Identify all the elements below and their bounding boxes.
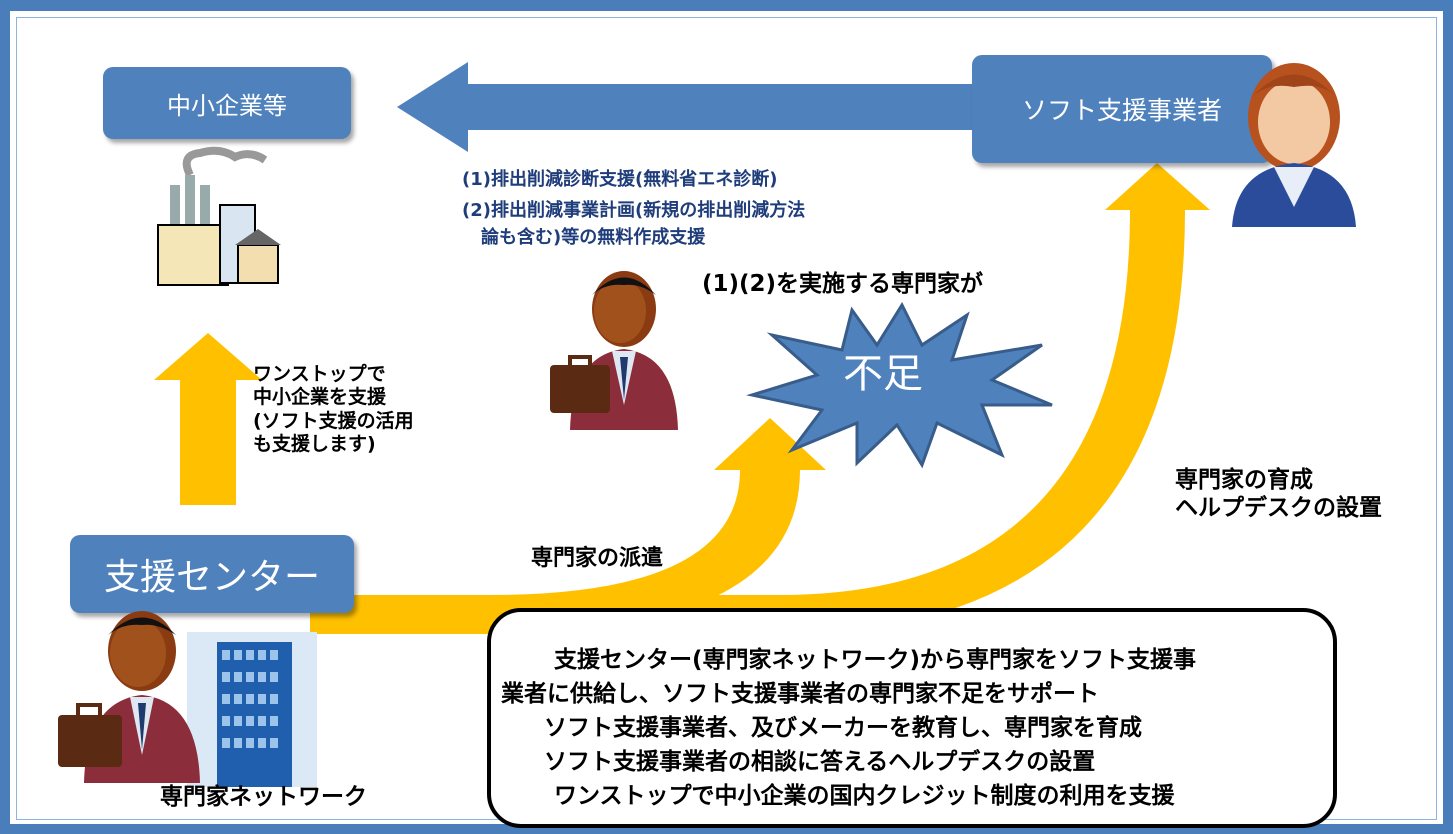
one-stop-support-label: ワンストップで 中小企業を支援 (ソフト支援の活用 も支援します)	[253, 363, 414, 456]
businesswoman-icon	[1232, 63, 1356, 227]
up-arrow-to-sme	[154, 333, 262, 505]
summary-line-1: 支援センター(専門家ネットワーク)から専門家をソフト支援事	[554, 647, 1197, 673]
shortage-label: 不足	[843, 351, 923, 397]
summary-line-3: ソフト支援事業者、及びメーカーを教育し、専門家を育成	[544, 715, 1142, 741]
summary-box: 支援センター(専門家ネットワーク)から専門家をソフト支援事 業者に供給し、ソフト…	[487, 608, 1337, 828]
expert-icon	[58, 611, 200, 783]
factory-icon	[157, 146, 281, 286]
service-line-1: (1)排出削減診断支援(無料省エネ診断)	[462, 169, 778, 190]
flow-to-soft-support-arrow	[490, 163, 1210, 634]
summary-line-4: ソフト支援事業者の相談に答えるヘルプデスクの設置	[544, 749, 1096, 775]
service-line-3: 論も含む)等の無料作成支援	[481, 227, 706, 248]
soft-support-label: ソフト支援事業者	[1022, 96, 1223, 125]
summary-line-5: ワンストップで中小企業の国内クレジット制度の利用を支援	[554, 783, 1175, 809]
support-center-box: 支援センター	[70, 535, 354, 613]
office-building-icon	[187, 632, 317, 787]
sme-label: 中小企業等	[167, 91, 287, 120]
service-line-2: (2)排出削減事業計画(新規の排出削減方法	[462, 200, 806, 221]
shortage-burst	[746, 301, 1053, 469]
businessman-icon	[550, 271, 678, 430]
dispatch-label: 専門家の派遣	[531, 546, 664, 571]
expert-network-label: 専門家ネットワーク	[160, 784, 367, 810]
support-center-label: 支援センター	[103, 557, 320, 598]
sme-box: 中小企業等	[103, 67, 351, 139]
training-helpdesk-label: 専門家の育成 ヘルプデスクの設置	[1175, 467, 1382, 522]
soft-support-box: ソフト支援事業者	[972, 55, 1272, 163]
summary-line-2: 業者に供給し、ソフト支援事業者の専門家不足をサポート	[501, 681, 1099, 707]
flow-to-experts-arrow	[310, 418, 826, 634]
experts-for-1-2-label: (1)(2)を実施する専門家が	[702, 271, 984, 297]
